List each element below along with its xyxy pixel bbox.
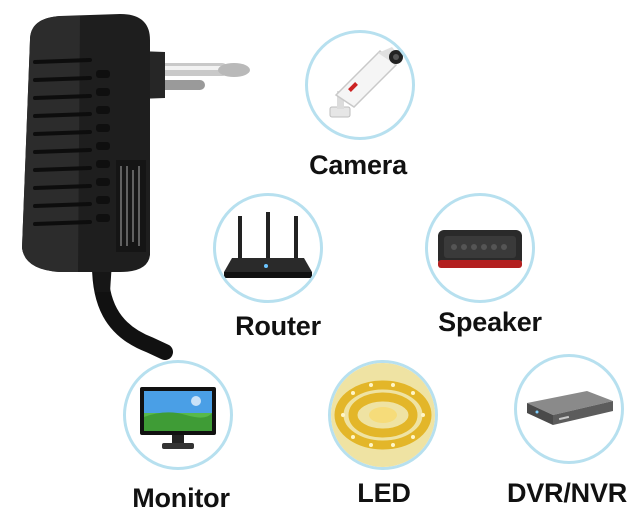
speaker-circle bbox=[425, 193, 535, 303]
led-label: LED bbox=[357, 478, 411, 508]
security-camera-icon bbox=[329, 47, 403, 118]
router-icon bbox=[224, 212, 312, 278]
speaker-icon bbox=[438, 230, 522, 268]
monitor-label: Monitor bbox=[132, 483, 230, 513]
dvr-nvr-label: DVR/NVR bbox=[506, 478, 628, 508]
monitor-icon bbox=[140, 387, 216, 449]
speaker-label: Speaker bbox=[438, 307, 542, 337]
camera-circle bbox=[305, 30, 415, 140]
dvr-circle bbox=[514, 354, 624, 464]
led-circle bbox=[328, 360, 438, 470]
dvr-recorder-icon bbox=[527, 391, 613, 425]
router-circle bbox=[213, 193, 323, 303]
monitor-circle bbox=[123, 360, 233, 470]
led-strip-icon bbox=[331, 363, 435, 467]
power-adapter-image bbox=[22, 14, 250, 360]
router-label: Router bbox=[235, 311, 321, 341]
camera-label: Camera bbox=[309, 150, 407, 180]
